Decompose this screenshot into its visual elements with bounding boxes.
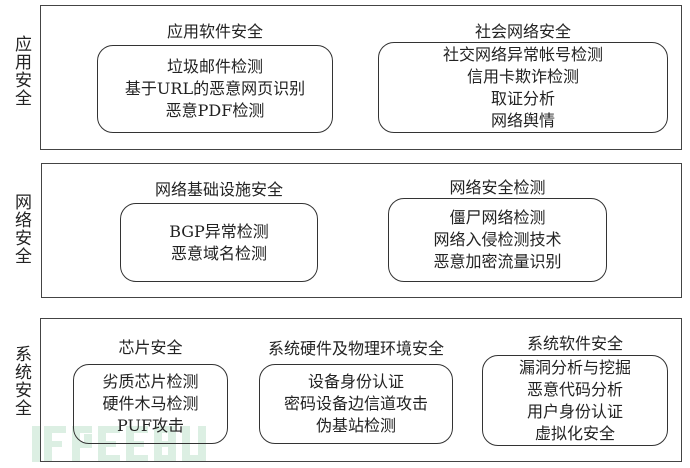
item: BGP异常检测 xyxy=(169,221,269,241)
item: 用户身份认证 xyxy=(526,401,623,421)
item: 网络入侵检测技术 xyxy=(433,230,562,249)
item: 垃圾邮件检测 xyxy=(166,57,263,76)
item: 恶意加密流量识别 xyxy=(433,252,562,271)
group-box: 社交网络异常帐号检测 信用卡欺诈检测 取证分析 网络舆情 xyxy=(378,42,668,133)
item: 社交网络异常帐号检测 xyxy=(442,44,603,64)
item: 基于URL的恶意网页识别 xyxy=(124,79,306,98)
item: 漏洞分析与挖掘 xyxy=(518,357,631,377)
group-box: 僵尸网络检测 网络入侵检测技术 恶意加密流量识别 xyxy=(388,198,607,282)
item: 僵尸网络检测 xyxy=(449,208,546,227)
group-title: 系统软件安全 xyxy=(526,334,623,353)
item: 网络舆情 xyxy=(490,110,555,130)
item: 虚拟化安全 xyxy=(534,423,615,443)
application-security-section xyxy=(40,5,682,150)
system-security-section xyxy=(40,318,682,462)
group-box: 垃圾邮件检测 基于URL的恶意网页识别 恶意PDF检测 xyxy=(97,45,333,133)
group-title: 系统硬件及物理环境安全 xyxy=(267,339,444,358)
item: 劣质芯片检测 xyxy=(102,372,199,391)
item: PUF攻击 xyxy=(116,416,185,435)
group-title: 芯片安全 xyxy=(118,338,183,357)
group-title: 网络基础设施安全 xyxy=(154,180,283,199)
group-box: 设备身份认证 密码设备边信道攻击 伪基站检测 xyxy=(259,364,453,444)
group-title: 社会网络安全 xyxy=(474,22,571,41)
item: 恶意域名检测 xyxy=(170,243,267,263)
item: 恶意PDF检测 xyxy=(165,101,265,120)
layer-label-application: 应用安全 xyxy=(11,35,31,107)
item: 取证分析 xyxy=(490,88,555,108)
group-box: 漏洞分析与挖掘 恶意代码分析 用户身份认证 虚拟化安全 xyxy=(482,355,668,446)
group-box: 劣质芯片检测 硬件木马检测 PUF攻击 xyxy=(73,364,228,444)
item: 恶意代码分析 xyxy=(526,379,623,399)
layer-label-system: 系统安全 xyxy=(11,345,31,417)
group-title: 应用软件安全 xyxy=(166,22,263,41)
item: 信用卡欺诈检测 xyxy=(466,66,579,86)
group-box: BGP异常检测 恶意域名检测 xyxy=(120,203,318,282)
group-title: 网络安全检测 xyxy=(449,178,546,197)
item: 硬件木马检测 xyxy=(102,394,199,413)
item: 密码设备边信道攻击 xyxy=(283,394,428,413)
item: 设备身份认证 xyxy=(307,372,404,391)
layer-label-network: 网络安全 xyxy=(11,193,31,265)
item: 伪基站检测 xyxy=(315,416,396,435)
network-security-section xyxy=(41,163,682,298)
